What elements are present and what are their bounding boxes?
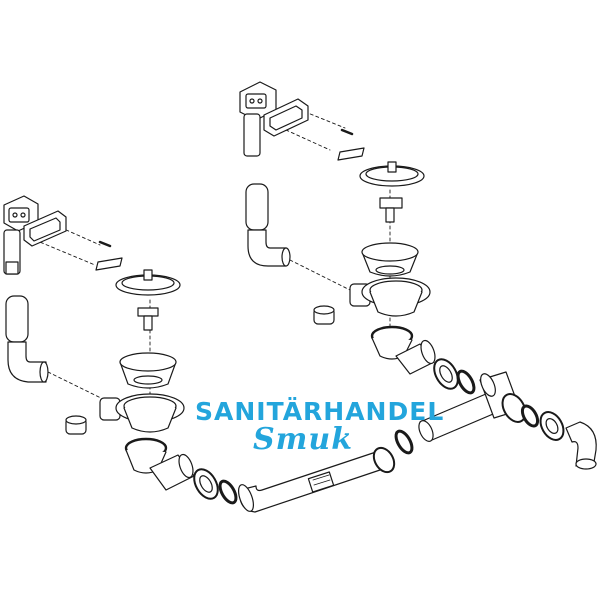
left-overflow-gasket [23,210,67,247]
left-overflow-hose [5,295,49,383]
left-sink-body [99,393,185,433]
tee-seal-ring [520,404,540,428]
left-overflow-stem [3,229,21,275]
outlet-elbow [565,421,597,470]
left-coupling-nut [193,468,219,500]
right-overflow-stem [243,113,261,157]
left-strainer-basket [119,352,177,389]
right-overflow-screws [337,128,365,161]
right-seal-ring [456,369,476,395]
watermark-line2: Smuk [253,422,354,457]
left-overflow-screws [95,240,123,271]
left-strainer-plug [115,269,181,296]
bottom-connecting-pipe [238,451,381,513]
right-overflow-gasket [263,98,309,137]
right-overflow-cover [239,81,277,121]
right-coupling-nut [433,358,459,390]
right-overflow-hose [245,183,291,267]
middle-seal-ring [394,429,414,455]
left-small-plug [65,415,87,435]
left-strainer-screw [137,307,159,331]
outlet-coupling-nut [539,411,565,441]
right-strainer-basket [361,242,419,277]
left-seal-ring [218,479,238,505]
left-elbow-outlet [149,453,195,491]
left-overflow-cover [3,195,39,232]
right-strainer-plug [359,161,425,187]
watermark-logo: SANITÄRHANDEL Smuk [195,397,445,457]
bottom-pipe-nut [372,446,396,474]
watermark-line1: SANITÄRHANDEL [195,397,445,426]
right-small-plug [313,305,335,325]
right-strainer-screw [379,197,403,223]
tee-coupling-nut [501,393,527,423]
right-sink-body [349,277,431,317]
right-elbow-outlet [395,339,436,375]
